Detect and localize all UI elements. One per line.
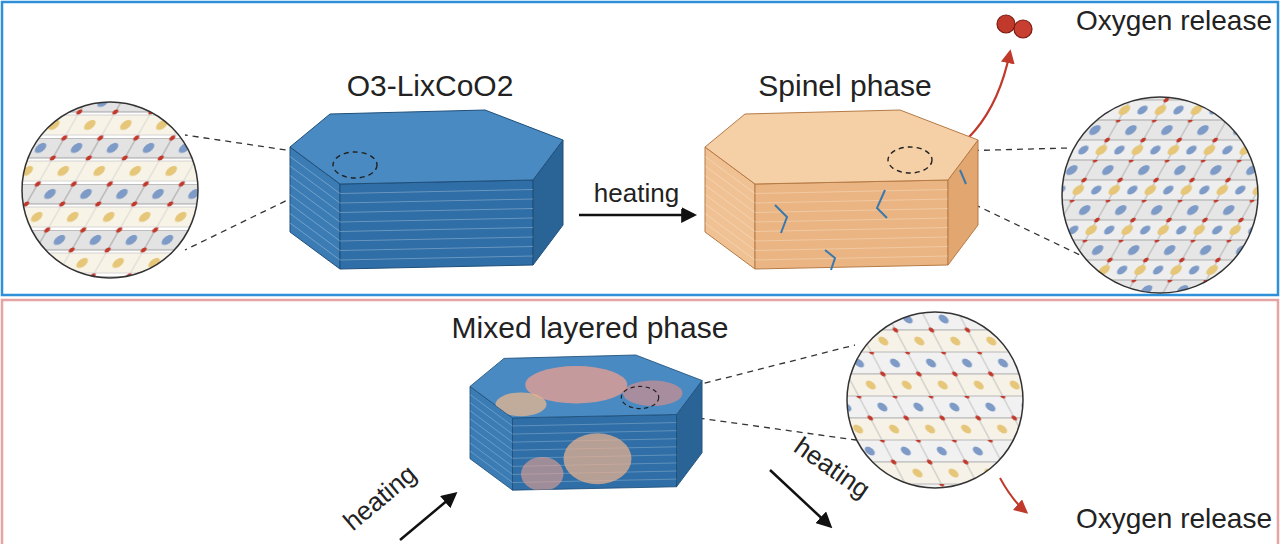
crystal-drawing bbox=[285, 110, 575, 290]
front-face bbox=[340, 180, 533, 269]
phase-patch bbox=[496, 392, 547, 416]
phase-label: Mixed layered phase bbox=[440, 310, 740, 346]
layer-line bbox=[705, 176, 755, 213]
process-label: heating bbox=[788, 431, 876, 505]
zoom-circle-ground bbox=[1062, 97, 1258, 293]
layer-line bbox=[340, 190, 533, 194]
layer-line bbox=[290, 185, 340, 222]
layer-line bbox=[470, 435, 513, 466]
crack bbox=[877, 190, 887, 218]
crystal-shape bbox=[470, 355, 702, 491]
oxygen-atom bbox=[997, 15, 1015, 33]
layer-line bbox=[513, 423, 677, 426]
layer-line bbox=[755, 256, 948, 260]
phase-patch bbox=[521, 457, 564, 491]
layer-line bbox=[755, 218, 948, 222]
layer-line bbox=[755, 199, 948, 203]
phase-patches bbox=[521, 433, 632, 491]
zoom-circle-outline bbox=[1062, 97, 1258, 293]
zoom-circle-ground bbox=[847, 312, 1023, 488]
layer-line bbox=[290, 166, 340, 203]
layer-line bbox=[340, 218, 533, 222]
mixed-lattice bbox=[847, 312, 1023, 488]
layer-line bbox=[755, 209, 948, 213]
top-face bbox=[705, 110, 978, 184]
process-arrow bbox=[579, 214, 694, 217]
zoom-circle-outline bbox=[22, 102, 198, 278]
layer-line bbox=[705, 185, 755, 222]
top-face bbox=[290, 110, 563, 184]
spinel-lattice bbox=[1062, 97, 1258, 293]
layer-line bbox=[705, 214, 755, 251]
layer-line bbox=[705, 223, 755, 260]
layer-line bbox=[290, 223, 340, 260]
process-label: heating bbox=[337, 459, 422, 538]
zoom-marker bbox=[333, 152, 377, 178]
phase-patch bbox=[623, 381, 683, 407]
crystal-shape bbox=[705, 110, 978, 270]
oxygen-atom bbox=[1014, 20, 1032, 38]
annotation-label: Oxygen release bbox=[1076, 4, 1272, 38]
layer-line bbox=[470, 427, 513, 458]
crack bbox=[825, 250, 835, 270]
layer-line bbox=[340, 228, 533, 232]
annotation-label: Oxygen release bbox=[1076, 502, 1272, 536]
zoom-circle-outline bbox=[847, 312, 1023, 488]
phase-patch bbox=[564, 433, 632, 484]
crystal-particle: O3-LixCoO2 bbox=[285, 68, 575, 293]
front-face bbox=[755, 180, 948, 269]
layer-line bbox=[755, 190, 948, 194]
front-face bbox=[513, 415, 677, 491]
crystal-particle: Spinel phase bbox=[700, 68, 990, 293]
layer-line bbox=[290, 214, 340, 251]
layer-line bbox=[290, 195, 340, 232]
layered-lattice bbox=[22, 102, 198, 278]
layer-line bbox=[705, 204, 755, 241]
crystal-drawing bbox=[440, 355, 730, 535]
layer-line bbox=[470, 443, 513, 474]
layer-line bbox=[290, 204, 340, 241]
layer-line bbox=[290, 176, 340, 213]
layer-line bbox=[340, 237, 533, 241]
crack bbox=[960, 170, 966, 184]
layer-line bbox=[705, 157, 755, 194]
crystal-particle: Mixed layered phase bbox=[440, 310, 740, 538]
layer-line bbox=[470, 419, 513, 450]
right-structure-zoom bbox=[915, 97, 1258, 293]
zoom-marker bbox=[621, 386, 658, 408]
layer-line bbox=[340, 199, 533, 203]
phase-label: O3-LixCoO2 bbox=[285, 68, 575, 104]
top-face bbox=[470, 355, 702, 418]
layer-line bbox=[340, 247, 533, 251]
top-panel-border bbox=[2, 2, 1278, 295]
phase-patches bbox=[496, 366, 683, 416]
layer-line bbox=[705, 195, 755, 232]
layer-line bbox=[755, 247, 948, 251]
bottom-panel-border bbox=[2, 300, 1278, 544]
layer-line bbox=[755, 237, 948, 241]
layer-line bbox=[290, 157, 340, 194]
oxygen-arrow bbox=[1000, 478, 1026, 512]
crack bbox=[775, 205, 787, 233]
layer-line bbox=[755, 228, 948, 232]
crystal-shape bbox=[290, 110, 563, 269]
edge-label: heating bbox=[591, 178, 682, 209]
layer-line bbox=[340, 256, 533, 260]
zoom-marker bbox=[888, 147, 932, 173]
layer-line bbox=[340, 209, 533, 213]
layer-line bbox=[470, 411, 513, 442]
layer-line bbox=[705, 166, 755, 203]
heating-arrow-in bbox=[400, 494, 455, 540]
phase-label: Spinel phase bbox=[700, 68, 990, 104]
zoom-circle-ground bbox=[22, 102, 198, 278]
crystal-drawing bbox=[700, 110, 990, 290]
layer-line bbox=[470, 451, 513, 482]
left-structure-zoom bbox=[22, 102, 345, 278]
